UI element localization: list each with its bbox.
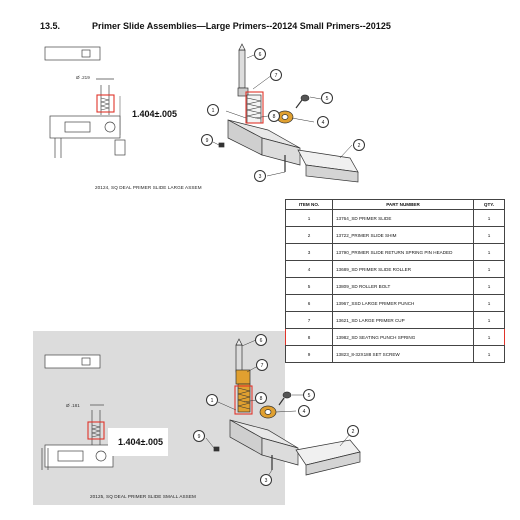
balloon-4-large: 4 [317,116,329,128]
section-number: 13.5. [40,21,61,31]
large-iso-highlight-box [245,91,264,124]
balloon-9-small: 9 [193,430,205,442]
balloon-1-small: 1 [206,394,218,406]
small-dimension-label: 1.404±.005 [118,437,163,447]
balloon-1-large: 1 [207,104,219,116]
section-header: 13.5. Primer Slide Assemblies—Large Prim… [0,21,520,35]
balloon-3-large: 3 [254,170,266,182]
balloon-7-small: 7 [256,359,268,371]
balloon-8-large: 8 [268,110,280,122]
balloon-7-large: 7 [270,69,282,81]
large-diameter-label: Ø .219 [76,75,90,80]
balloon-2-small: 2 [347,425,359,437]
balloon-5-small: 5 [303,389,315,401]
small-diameter-label: Ø .181 [66,403,80,408]
small-caption: 20125, SQ DEAL PRIMER SLIDE SMALL ASSEM [90,494,196,499]
large-highlight-box [96,94,115,113]
balloon-5-large: 5 [321,92,333,104]
balloon-6-small: 6 [255,334,267,346]
balloon-6-large: 6 [254,48,266,60]
section-title: Primer Slide Assemblies—Large Primers--2… [92,21,391,31]
balloon-2-large: 2 [353,139,365,151]
balloon-4-small: 4 [298,405,310,417]
small-iso-highlight-box [234,385,253,415]
cell-item: 9 [285,345,333,363]
cell-qty: 1 [473,345,505,363]
large-dimension-label: 1.404±.005 [132,109,177,119]
balloon-9-large: 9 [201,134,213,146]
small-highlight-box [87,421,105,440]
balloon-8-small: 8 [255,392,267,404]
large-caption: 20124, SQ DEAL PRIMER SLIDE LARGE ASSEM [95,185,202,190]
balloon-3-small: 3 [260,474,272,486]
